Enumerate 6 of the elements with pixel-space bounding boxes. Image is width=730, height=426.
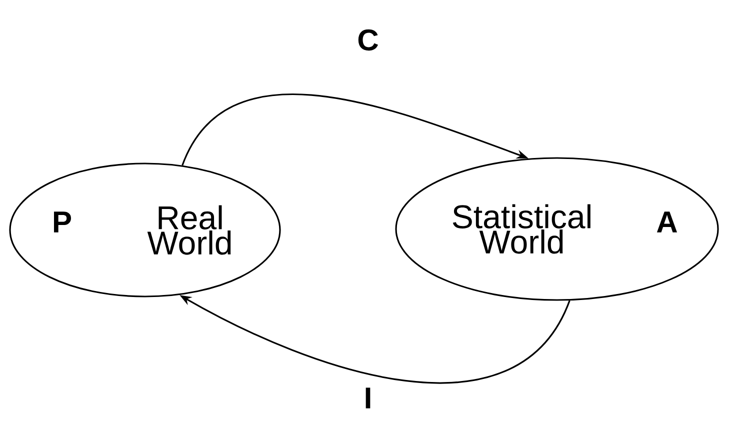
node-label: Statistical World bbox=[452, 204, 590, 254]
edge-label: C bbox=[355, 27, 381, 53]
letter-label: P bbox=[54, 212, 71, 232]
letter-label: A bbox=[656, 212, 678, 232]
node-label: Real World bbox=[147, 205, 231, 255]
edge-label: I bbox=[362, 386, 374, 410]
